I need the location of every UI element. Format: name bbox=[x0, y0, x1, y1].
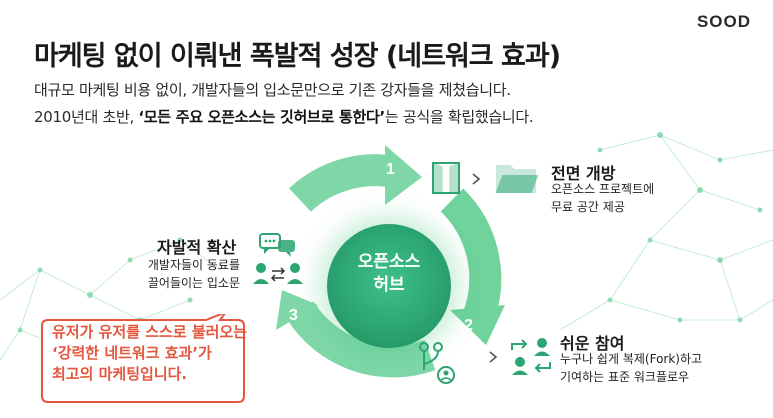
step-3-desc-line-2: 끌어들이는 입소문 bbox=[147, 276, 240, 290]
users-exchange-icon bbox=[253, 263, 303, 284]
hub-circle bbox=[327, 224, 451, 348]
step-2-desc-line-2: 기여하는 표준 워크플로우 bbox=[560, 370, 690, 384]
subtitle-line-1: 대규모 마케팅 비용 없이, 개발자들의 입소문만으로 기존 강자들을 제쳤습니… bbox=[34, 81, 511, 99]
subtitle-line-2-emphasis: ‘모든 주요 오픈소스는 깃허브로 통한다’ bbox=[138, 108, 385, 126]
callout-bubble bbox=[41, 314, 245, 403]
chat-bubbles-icon bbox=[259, 233, 295, 257]
callout-line-2: ‘강력한 네트워크 효과’가 bbox=[52, 344, 212, 362]
brand-logo: SOOD bbox=[696, 12, 751, 31]
step-1-desc-line-2: 무료 공간 제공 bbox=[551, 200, 625, 214]
step-2-desc-line-1: 누구나 쉽게 복제(Fork)하고 bbox=[560, 352, 703, 366]
chevron-right-icon bbox=[472, 173, 481, 185]
callout-line-3: 최고의 마케팅입니다. bbox=[52, 365, 188, 383]
cycle-arrow-3-head bbox=[276, 290, 318, 330]
cycle-arrow-1-head bbox=[385, 145, 422, 205]
callout-text: 유저가 유저를 스스로 불러오는 ‘강력한 네트워크 효과’가 최고의 마케팅입… bbox=[52, 322, 252, 385]
hub-label-line-2: 허브 bbox=[373, 275, 405, 295]
step-1-desc-line-1: 오픈소스 프로젝트에 bbox=[551, 182, 655, 196]
subtitle-line-2-prefix: 2010년대 초반, bbox=[34, 108, 139, 126]
git-fork-icon bbox=[419, 342, 455, 384]
cycle-arrow-3 bbox=[286, 301, 436, 378]
step-1-description: 오픈소스 프로젝트에 무료 공간 제공 bbox=[551, 180, 654, 216]
step-2-title: 쉬운 참여 bbox=[560, 334, 625, 353]
step-1-title: 전면 개방 bbox=[551, 164, 616, 183]
subtitle-line-2-suffix: 는 공식을 확립했습니다. bbox=[384, 108, 534, 126]
hub-label: 오픈소스 허브 bbox=[327, 251, 451, 297]
cycle-arrow-1 bbox=[289, 154, 398, 213]
step-3-number: 3 bbox=[289, 307, 298, 324]
folder-icon bbox=[495, 165, 538, 193]
step-1-number: 1 bbox=[386, 161, 395, 178]
chevron-right-icon bbox=[489, 351, 498, 363]
callout-line-1: 유저가 유저를 스스로 불러오는 bbox=[52, 323, 248, 341]
cycle-arrow-2 bbox=[440, 188, 502, 324]
step-3-desc-line-1: 개발자들이 동료를 bbox=[147, 258, 240, 272]
step-3-description: 개발자들이 동료를 끌어들이는 입소문 bbox=[139, 256, 240, 292]
page-title: 마케팅 없이 이뤄낸 폭발적 성장 (네트워크 효과) bbox=[34, 41, 561, 72]
subtitle-line-2: 2010년대 초반, ‘모든 주요 오픈소스는 깃허브로 통한다’는 공식을 확… bbox=[34, 106, 534, 127]
cycle-arrow-2-head bbox=[450, 305, 505, 345]
hub-label-line-1: 오픈소스 bbox=[357, 252, 421, 272]
user-exchange-icon bbox=[511, 338, 551, 375]
step-2-description: 누구나 쉽게 복제(Fork)하고 기여하는 표준 워크플로우 bbox=[560, 350, 702, 386]
open-door-icon bbox=[432, 161, 460, 194]
step-3-title: 자발적 확산 bbox=[157, 238, 237, 257]
step-2-number: 2 bbox=[464, 317, 473, 334]
